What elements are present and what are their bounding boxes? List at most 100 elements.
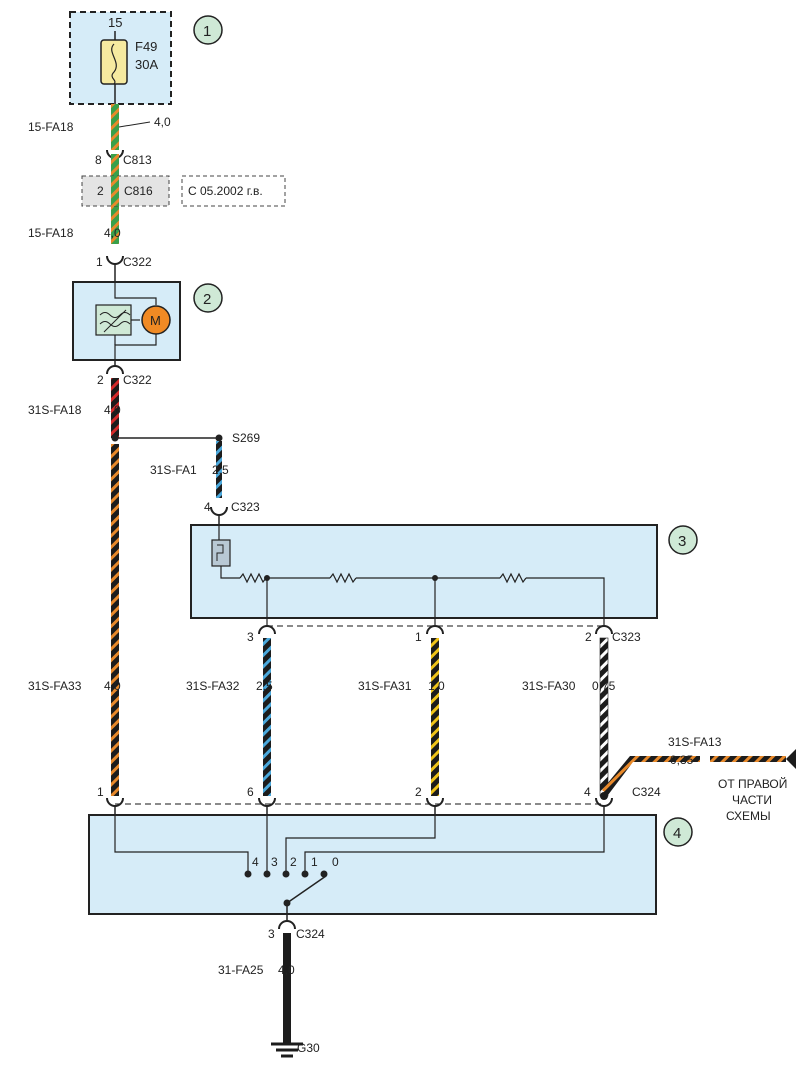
switch-contact-3 (263, 870, 271, 878)
splice-s269-label: S269 (232, 431, 260, 445)
connector-c324-pin6 (258, 797, 276, 807)
connector-c324-pin1 (106, 797, 124, 807)
connector-c322-top (106, 255, 124, 265)
wire-15-fa18-top-gauge: 4,0 (154, 115, 171, 129)
from-right-line-1: ОТ ПРАВОЙ (718, 776, 787, 791)
switch-pos-3: 3 (271, 855, 278, 869)
fuse-name: F49 (135, 39, 157, 54)
ground-g30-label: G30 (297, 1041, 320, 1055)
c324-bottom-pin: 3 (268, 927, 275, 941)
callout-4 (663, 817, 693, 847)
wire-31-fa25-gauge: 4,0 (278, 963, 295, 977)
c324-pin-1: 1 (97, 785, 104, 799)
connector-c324-pin2 (426, 797, 444, 807)
connector-c324-bottom (278, 920, 296, 930)
ground-icon (271, 1042, 303, 1058)
interference-filter-icon (95, 304, 132, 336)
wire-15-fa18-mid-gauge: 4,0 (104, 226, 121, 240)
wire-31s-fa18-id: 31S-FA18 (28, 403, 82, 417)
c813-name: C813 (123, 153, 152, 167)
c322-bottom-pin: 2 (97, 373, 104, 387)
wire-31s-fa30-id: 31S-FA30 (522, 679, 576, 693)
from-right-arrow-icon (786, 749, 796, 769)
wire-31s-fa18-gauge: 4,0 (104, 403, 121, 417)
wire-31s-fa1-id: 31S-FA1 (150, 463, 197, 477)
c816-pin: 2 (97, 184, 104, 198)
resistor-2-icon (329, 572, 357, 584)
switch-contact-1 (301, 870, 309, 878)
connector-c323-pin2 (595, 625, 613, 635)
connector-c323-pin3 (258, 625, 276, 635)
callout-4-label: 4 (673, 825, 681, 842)
callout-2-label: 2 (203, 291, 211, 308)
wire-15-fa18-top (111, 104, 119, 150)
connector-c323-pin1 (426, 625, 444, 635)
wire-31s-fa33-gauge: 4,0 (104, 679, 121, 693)
c322-top-name: C322 (123, 255, 152, 269)
c324-top-name: C324 (632, 785, 661, 799)
from-right-line-2: ЧАСТИ (732, 793, 772, 807)
switch-box (88, 814, 657, 915)
wire-31s-fa1 (216, 441, 222, 498)
wire-15-fa18-top-id: 15-FA18 (28, 120, 74, 134)
c323-pin-3: 3 (247, 630, 254, 644)
wire-31s-fa32-id: 31S-FA32 (186, 679, 240, 693)
wire-31s-fa1-gauge: 2,5 (212, 463, 229, 477)
wire-31s-fa31 (431, 638, 439, 796)
c813-pin: 8 (95, 153, 102, 167)
wire-31s-fa30 (599, 637, 609, 797)
c322-top-pin: 1 (96, 255, 103, 269)
wire-31s-fa32 (263, 638, 271, 796)
splice-s269 (215, 434, 223, 442)
wire-31-fa25 (283, 933, 291, 1043)
wire-31s-fa13 (602, 756, 700, 795)
wire-31s-fa33 (111, 444, 119, 796)
c324-pin-2: 2 (415, 785, 422, 799)
fuse-pin-label: 15 (108, 15, 122, 30)
wire-31s-fa18 (111, 378, 119, 438)
wire-31s-fa13-id: 31S-FA13 (668, 735, 722, 749)
wire-15-fa18-mid-id: 15-FA18 (28, 226, 74, 240)
resistor-3-icon (499, 572, 527, 584)
switch-pos-0: 0 (332, 855, 339, 869)
connector-c323-top (210, 506, 228, 516)
c322-bottom-name: C322 (123, 373, 152, 387)
switch-contact-4 (244, 870, 252, 878)
c324-pin-6: 6 (247, 785, 254, 799)
switch-contact-0 (320, 870, 328, 878)
c324-pin-4: 4 (584, 785, 591, 799)
c324-bottom-name: C324 (296, 927, 325, 941)
resistor-1-icon (239, 572, 267, 584)
connector-c324-pin4 (595, 797, 613, 807)
callout-3 (668, 525, 698, 555)
wire-31s-fa30-gauge: 0,75 (592, 679, 616, 693)
c323-pin-1: 1 (415, 630, 422, 644)
callout-3-label: 3 (678, 533, 686, 550)
c323-pin-2: 2 (585, 630, 592, 644)
callout-1-label: 1 (203, 23, 211, 40)
resistor-box (190, 524, 658, 619)
c323-top-pin: 4 (204, 500, 211, 514)
callout-1 (193, 15, 223, 45)
c816-name: C816 (124, 184, 153, 198)
connector-c816-box (81, 175, 170, 207)
connector-c322-bottom (106, 365, 124, 375)
motor-symbol: M (150, 313, 161, 328)
c323-top-name: C323 (231, 500, 260, 514)
switch-contact-2 (282, 870, 290, 878)
wire-31s-fa32-gauge: 2,5 (256, 679, 273, 693)
switch-pos-2: 2 (290, 855, 297, 869)
callout-2 (193, 283, 223, 313)
switch-pos-4: 4 (252, 855, 259, 869)
date-note: С 05.2002 г.в. (188, 184, 263, 198)
wire-31s-fa13-gauge: 0,35 (670, 753, 694, 767)
wire-31-fa25-id: 31-FA25 (218, 963, 264, 977)
wire-31s-fa31-id: 31S-FA31 (358, 679, 412, 693)
switch-arm (286, 875, 327, 904)
from-right-line-3: СХЕМЫ (726, 809, 771, 823)
switch-pos-1: 1 (311, 855, 318, 869)
fuse-icon (100, 39, 128, 85)
wire-31s-fa31-gauge: 1,0 (428, 679, 445, 693)
wire-31s-fa33-id: 31S-FA33 (28, 679, 82, 693)
